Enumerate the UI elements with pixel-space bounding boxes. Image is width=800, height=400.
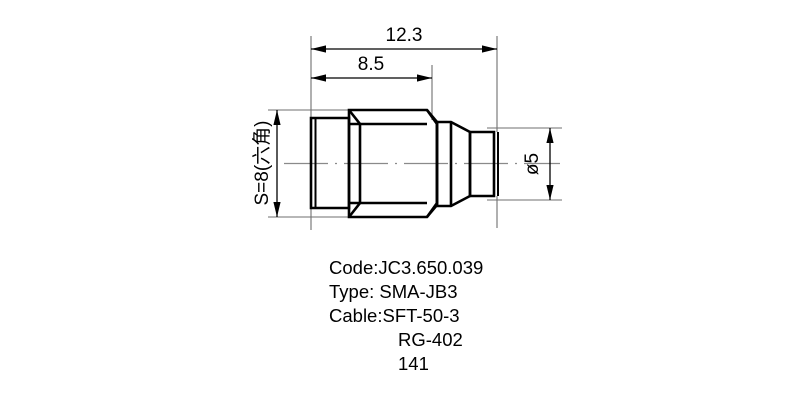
spec-line-code: Code:JC3.650.039 xyxy=(329,257,483,278)
dimension-label-hex-across-flats: S=8(六角) xyxy=(251,121,273,206)
specification-text-block: Code:JC3.650.039 Type: SMA-JB3 Cable:SFT… xyxy=(329,257,483,374)
spec-line-type: Type: SMA-JB3 xyxy=(329,281,458,302)
arrow-head-icon-bottom-hex xyxy=(273,202,281,217)
arrow-head-icon-top-hex xyxy=(273,110,281,125)
dimension-label-overall-length: 12.3 xyxy=(386,25,423,46)
arrow-head-icon-right-8-5 xyxy=(417,74,432,82)
dimension-hex-across-flats: S=8(六角) xyxy=(251,110,281,217)
dimension-label-diameter: ø5 xyxy=(522,153,543,175)
arrow-head-icon-left-12-3 xyxy=(311,45,326,53)
spec-line-cable-alt-2: 141 xyxy=(398,353,429,374)
arrow-head-icon-left-8-5 xyxy=(311,74,326,82)
dimension-diameter: ø5 xyxy=(522,128,554,200)
dimension-body-length: 8.5 xyxy=(311,54,432,82)
spec-line-cable: Cable:SFT-50-3 xyxy=(329,305,460,326)
hex-flank-left xyxy=(347,109,362,218)
arrow-head-icon-right-12-3 xyxy=(482,45,497,53)
arrow-head-icon-bottom-diameter xyxy=(546,185,554,200)
dimension-label-body-length: 8.5 xyxy=(358,54,384,75)
dimension-overall-length: 12.3 xyxy=(311,25,497,53)
connector-body xyxy=(309,108,499,219)
arrow-head-icon-top-diameter xyxy=(546,128,554,143)
spec-line-cable-alt-1: RG-402 xyxy=(398,329,463,350)
